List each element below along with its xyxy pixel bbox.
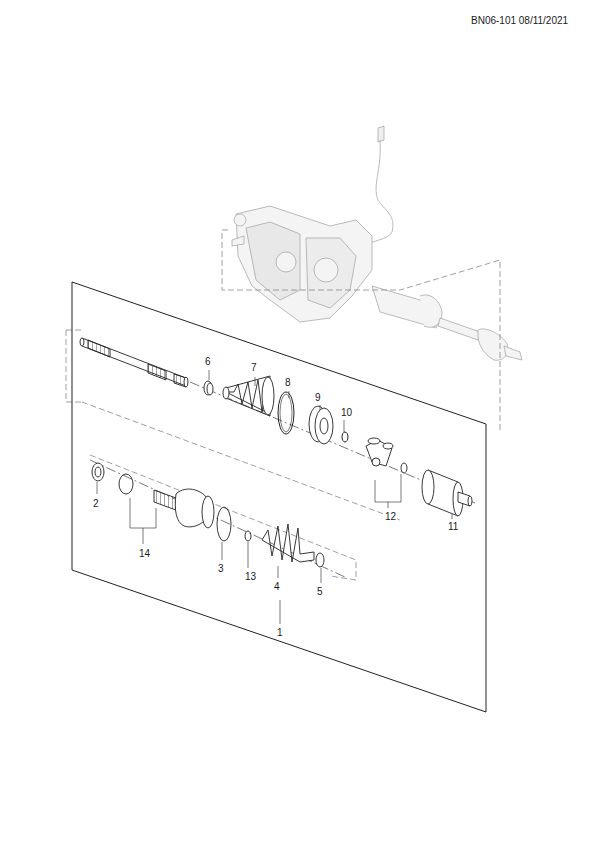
leader-line <box>97 370 452 624</box>
callout-number: 3 <box>217 563 225 574</box>
tripod-12 <box>366 438 407 473</box>
callout-number: 6 <box>204 356 212 367</box>
callout-number: 2 <box>92 498 100 509</box>
reference-dash <box>66 230 500 580</box>
callout-number: 7 <box>250 362 258 373</box>
ring-8 <box>278 392 294 434</box>
boot-7 <box>223 376 274 416</box>
circlip-10 <box>342 432 348 442</box>
drawing-id: BN06-101 08/11/2021 <box>470 15 569 26</box>
callout-number: 1 <box>276 627 284 638</box>
callout-number: 13 <box>244 571 257 582</box>
lower-parts <box>92 463 324 567</box>
axis-line <box>90 382 475 577</box>
callout-number: 4 <box>273 581 281 592</box>
shaft <box>80 338 188 387</box>
transaxle-illustration <box>232 126 522 360</box>
callout-number: 8 <box>284 377 292 388</box>
group-frame <box>72 282 486 712</box>
callout-number: 5 <box>316 586 324 597</box>
callout-number: 12 <box>384 511 397 522</box>
clamp-6 <box>204 381 213 395</box>
housing-11 <box>422 470 472 516</box>
callout-number: 9 <box>314 392 322 403</box>
callout-number: 10 <box>340 407 353 418</box>
callout-number: 14 <box>138 548 151 559</box>
cover-9 <box>309 406 333 444</box>
callout-number: 11 <box>447 521 459 532</box>
